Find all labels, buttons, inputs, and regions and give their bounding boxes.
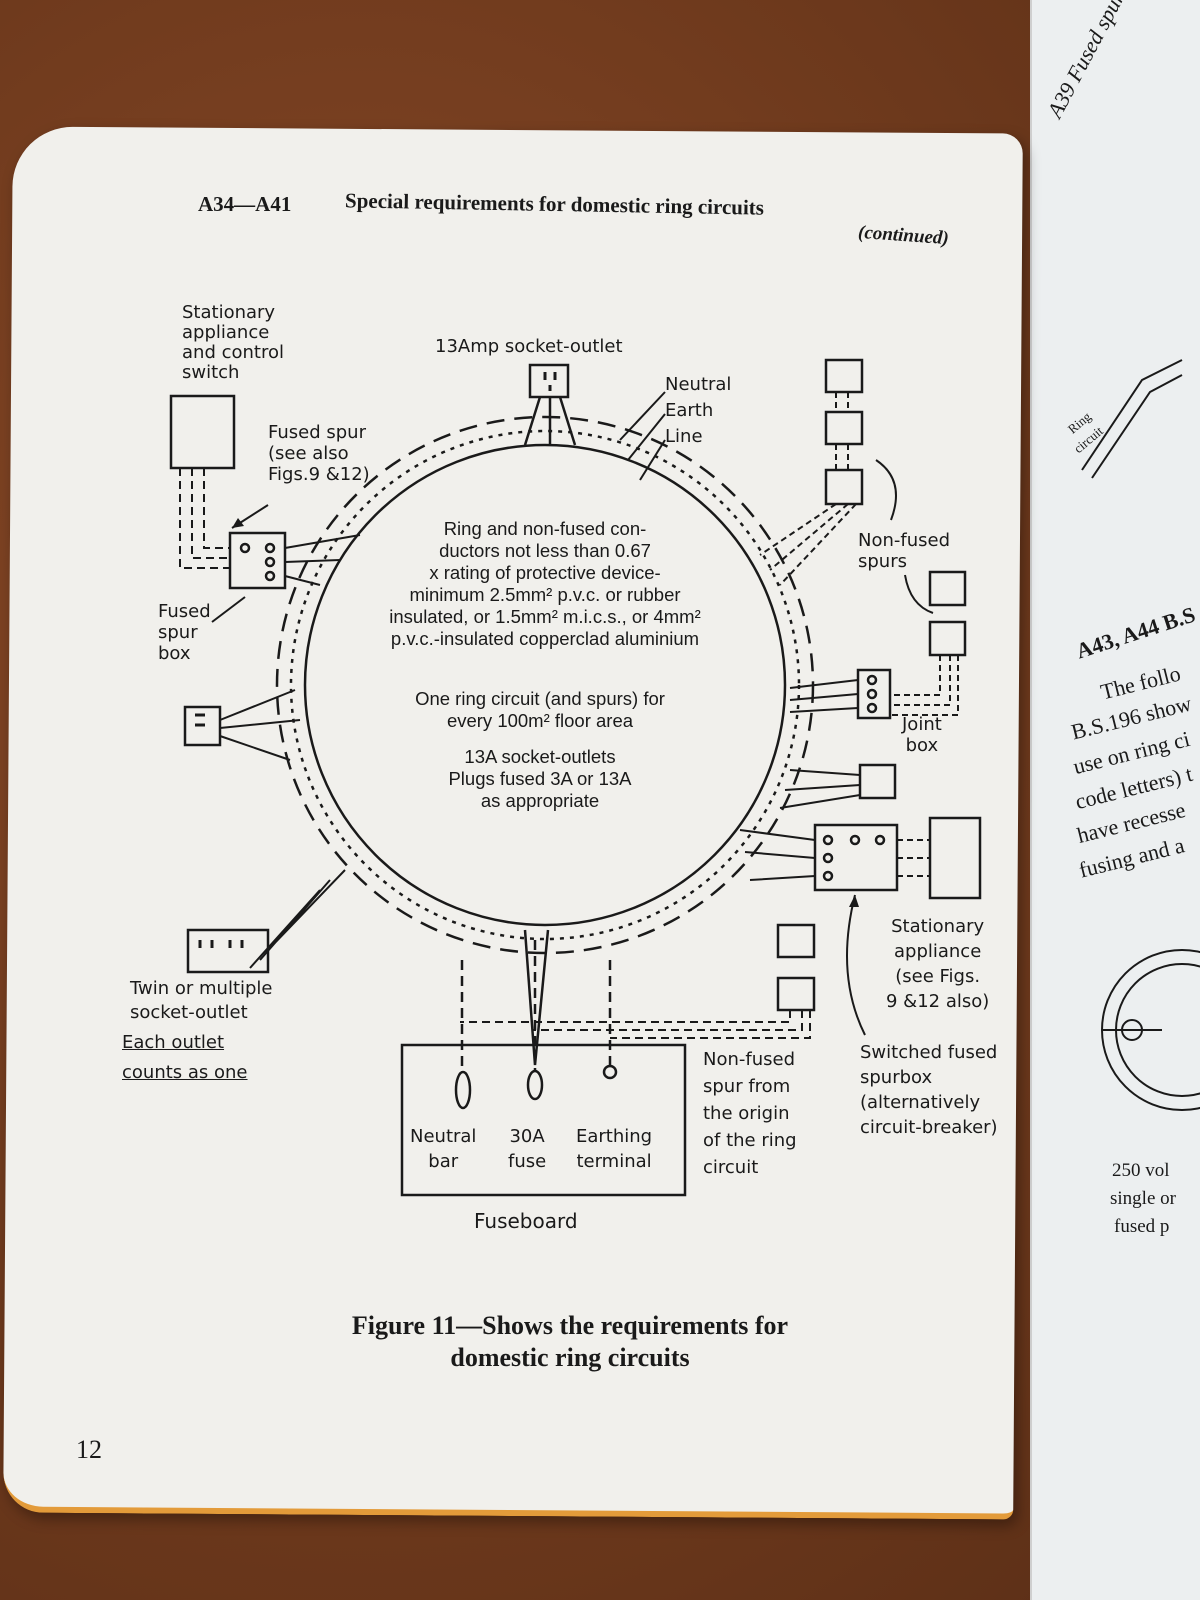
- floor-area-text: One ring circuit (and spurs) for every 1…: [415, 688, 665, 731]
- fuse-30a-terminal: [526, 1069, 544, 1101]
- right-socket-outlet: [858, 763, 897, 800]
- origin-spur-sockets: [776, 923, 816, 1012]
- fuseboard-label: Fuseboard: [474, 1209, 578, 1233]
- right-spur-sockets: [928, 570, 967, 657]
- neutral-bar-label: Neutral bar: [410, 1126, 477, 1172]
- stationary-appliance-label: Stationary appliance (see Figs. 9 &12 al…: [886, 916, 990, 1012]
- top-socket-outlet: [523, 363, 577, 446]
- facing-footer-line: 250 vol: [1112, 1160, 1170, 1181]
- joint-box: [856, 668, 892, 720]
- facing-page-drawings: [1081, 359, 1200, 1111]
- switched-fused-spurbox: [813, 823, 899, 892]
- ring-neutral-conductor: [275, 415, 815, 955]
- earthing-terminal-label: Earthing terminal: [576, 1126, 653, 1172]
- stationary-appliance-box-right: [928, 816, 982, 900]
- facing-footer-line: fused p: [1114, 1216, 1170, 1237]
- conductor-requirements-text: Ring and non-fused con- ductors not less…: [389, 518, 701, 649]
- ring-line-conductor: [303, 443, 787, 927]
- fuseboard-box: [400, 1043, 687, 1197]
- figure-caption: Figure 11—Shows the requirements for dom…: [351, 1311, 789, 1372]
- fused-spur-label: Fused spur (see also Figs.9 &12): [268, 422, 370, 485]
- section-number: A34—A41: [198, 192, 292, 216]
- each-outlet-label: Each outlet counts as one: [122, 1032, 248, 1083]
- socket-outlet-13amp-label: 13Amp socket-outlet: [435, 336, 623, 357]
- socket-outlets-text: 13A socket-outlets Plugs fused 3A or 13A…: [448, 746, 632, 811]
- non-fused-origin-label: Non-fused spur from the origin of the ri…: [703, 1049, 797, 1178]
- fused-spur-box-label: Fused spur box: [158, 601, 211, 664]
- stationary-appliance-box: [169, 394, 236, 470]
- earthing-terminal: [602, 1064, 618, 1080]
- twin-socket-label: Twin or multiple socket-outlet: [130, 978, 273, 1023]
- right-top-sockets: [824, 358, 864, 506]
- fuse-30a-label: 30A fuse: [508, 1126, 547, 1172]
- neutral-label: Neutral: [665, 374, 732, 395]
- facing-page: A39 Fused spurs from Ring circuit A43, A…: [1030, 0, 1200, 1600]
- twin-socket-outlet: [186, 928, 270, 974]
- facing-footer-line: single or: [1110, 1188, 1176, 1209]
- earth-label: Earth: [665, 400, 714, 421]
- left-socket-outlet: [183, 705, 222, 747]
- line-label: Line: [665, 426, 703, 447]
- joint-box-label: Joint box: [902, 714, 942, 756]
- non-fused-spurs-label: Non-fused spurs: [858, 530, 951, 572]
- stationary-appliance-switch-label: Stationary appliance and control switch: [182, 302, 284, 383]
- ring-earth-conductor: [289, 429, 801, 941]
- switched-fused-spurbox-label: Switched fused spurbox (alternatively ci…: [860, 1042, 998, 1138]
- fused-spur-box: [228, 531, 287, 590]
- neutral-bar-terminal: [454, 1070, 472, 1110]
- page-number: 12: [76, 1435, 102, 1464]
